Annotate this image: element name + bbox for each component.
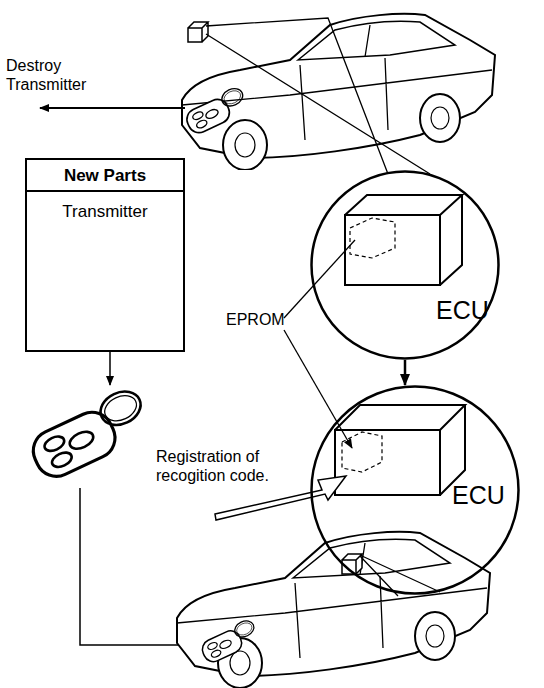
detail-circle: ECU: [310, 385, 520, 595]
box-heading: New Parts: [27, 160, 183, 192]
leader-line: [284, 240, 355, 318]
new-transmitter: [198, 618, 261, 665]
circle-outline: [312, 172, 499, 359]
flow-arrow: [109, 352, 111, 385]
ecu-box: [345, 195, 462, 285]
parts-box: New PartsTransmitter: [25, 158, 185, 352]
action-note: Destroy Transmitter: [6, 56, 118, 94]
detail-circle: ECU: [310, 170, 500, 360]
leader-line: [284, 330, 352, 448]
process-note: Registration of recogition code.: [156, 447, 282, 485]
old-transmitter: [182, 85, 250, 136]
part-name: Transmitter: [27, 202, 183, 222]
circle-outline: [312, 387, 519, 594]
ecu-box: [335, 405, 465, 495]
car-drawing: [182, 14, 495, 170]
eprom-chip: [350, 218, 395, 258]
component-label: ECU: [452, 481, 505, 510]
destroy-arrow: [40, 107, 185, 109]
new-transmitter: [24, 385, 155, 483]
flow-arrow: [404, 360, 407, 385]
leader-line: [360, 556, 440, 596]
part-label: EPROM: [226, 310, 306, 329]
component-label: ECU: [436, 296, 489, 325]
circle-outline: [310, 170, 500, 360]
leader-line: [206, 18, 430, 174]
ecu-location: [188, 22, 208, 42]
eprom-chip: [342, 432, 382, 472]
